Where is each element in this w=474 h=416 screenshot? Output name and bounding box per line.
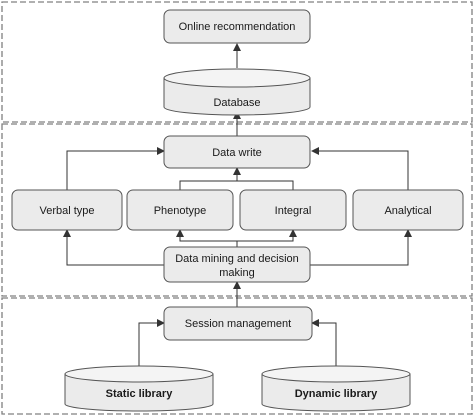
data-mining-label-line2: making xyxy=(219,267,254,279)
node-phenotype: Phenotype xyxy=(126,189,234,231)
session-management-label: Session management xyxy=(185,318,291,330)
edge-dynamic-to-session xyxy=(311,319,337,366)
node-verbal-type: Verbal type xyxy=(11,189,123,231)
data-write-label: Data write xyxy=(212,147,262,159)
node-dynamic-library: Dynamic library xyxy=(261,365,411,412)
node-data-write: Data write xyxy=(163,135,311,169)
static-library-label: Static library xyxy=(106,388,174,400)
edge-mining-to-integral xyxy=(237,229,297,242)
edges xyxy=(63,43,412,366)
dynamic-library-label: Dynamic library xyxy=(295,388,378,400)
node-static-library: Static library xyxy=(64,365,214,412)
verbal-type-label: Verbal type xyxy=(39,205,94,217)
node-database: Database xyxy=(163,68,311,116)
edge-mining-to-analytical xyxy=(310,229,412,266)
node-online-recommendation: Online recommendation xyxy=(163,9,311,44)
edge-verbal-to-datawrite xyxy=(66,147,165,190)
node-session-management: Session management xyxy=(163,306,313,341)
node-data-mining: Data mining and decision making xyxy=(163,246,311,283)
edge-static-to-session xyxy=(138,319,165,366)
phenotype-label: Phenotype xyxy=(154,205,207,217)
analytical-label: Analytical xyxy=(384,205,431,217)
node-analytical: Analytical xyxy=(352,189,464,231)
edge-analytical-to-datawrite xyxy=(311,147,409,190)
edge-mining-to-phenotype xyxy=(176,229,238,247)
database-label: Database xyxy=(213,97,260,109)
edge-mining-to-verbal xyxy=(63,229,164,266)
data-mining-label-line1: Data mining and decision xyxy=(175,253,299,265)
online-recommendation-label: Online recommendation xyxy=(179,21,296,33)
node-integral: Integral xyxy=(239,189,347,231)
integral-label: Integral xyxy=(275,205,312,217)
edge-phenotype-integral-join xyxy=(179,180,294,190)
